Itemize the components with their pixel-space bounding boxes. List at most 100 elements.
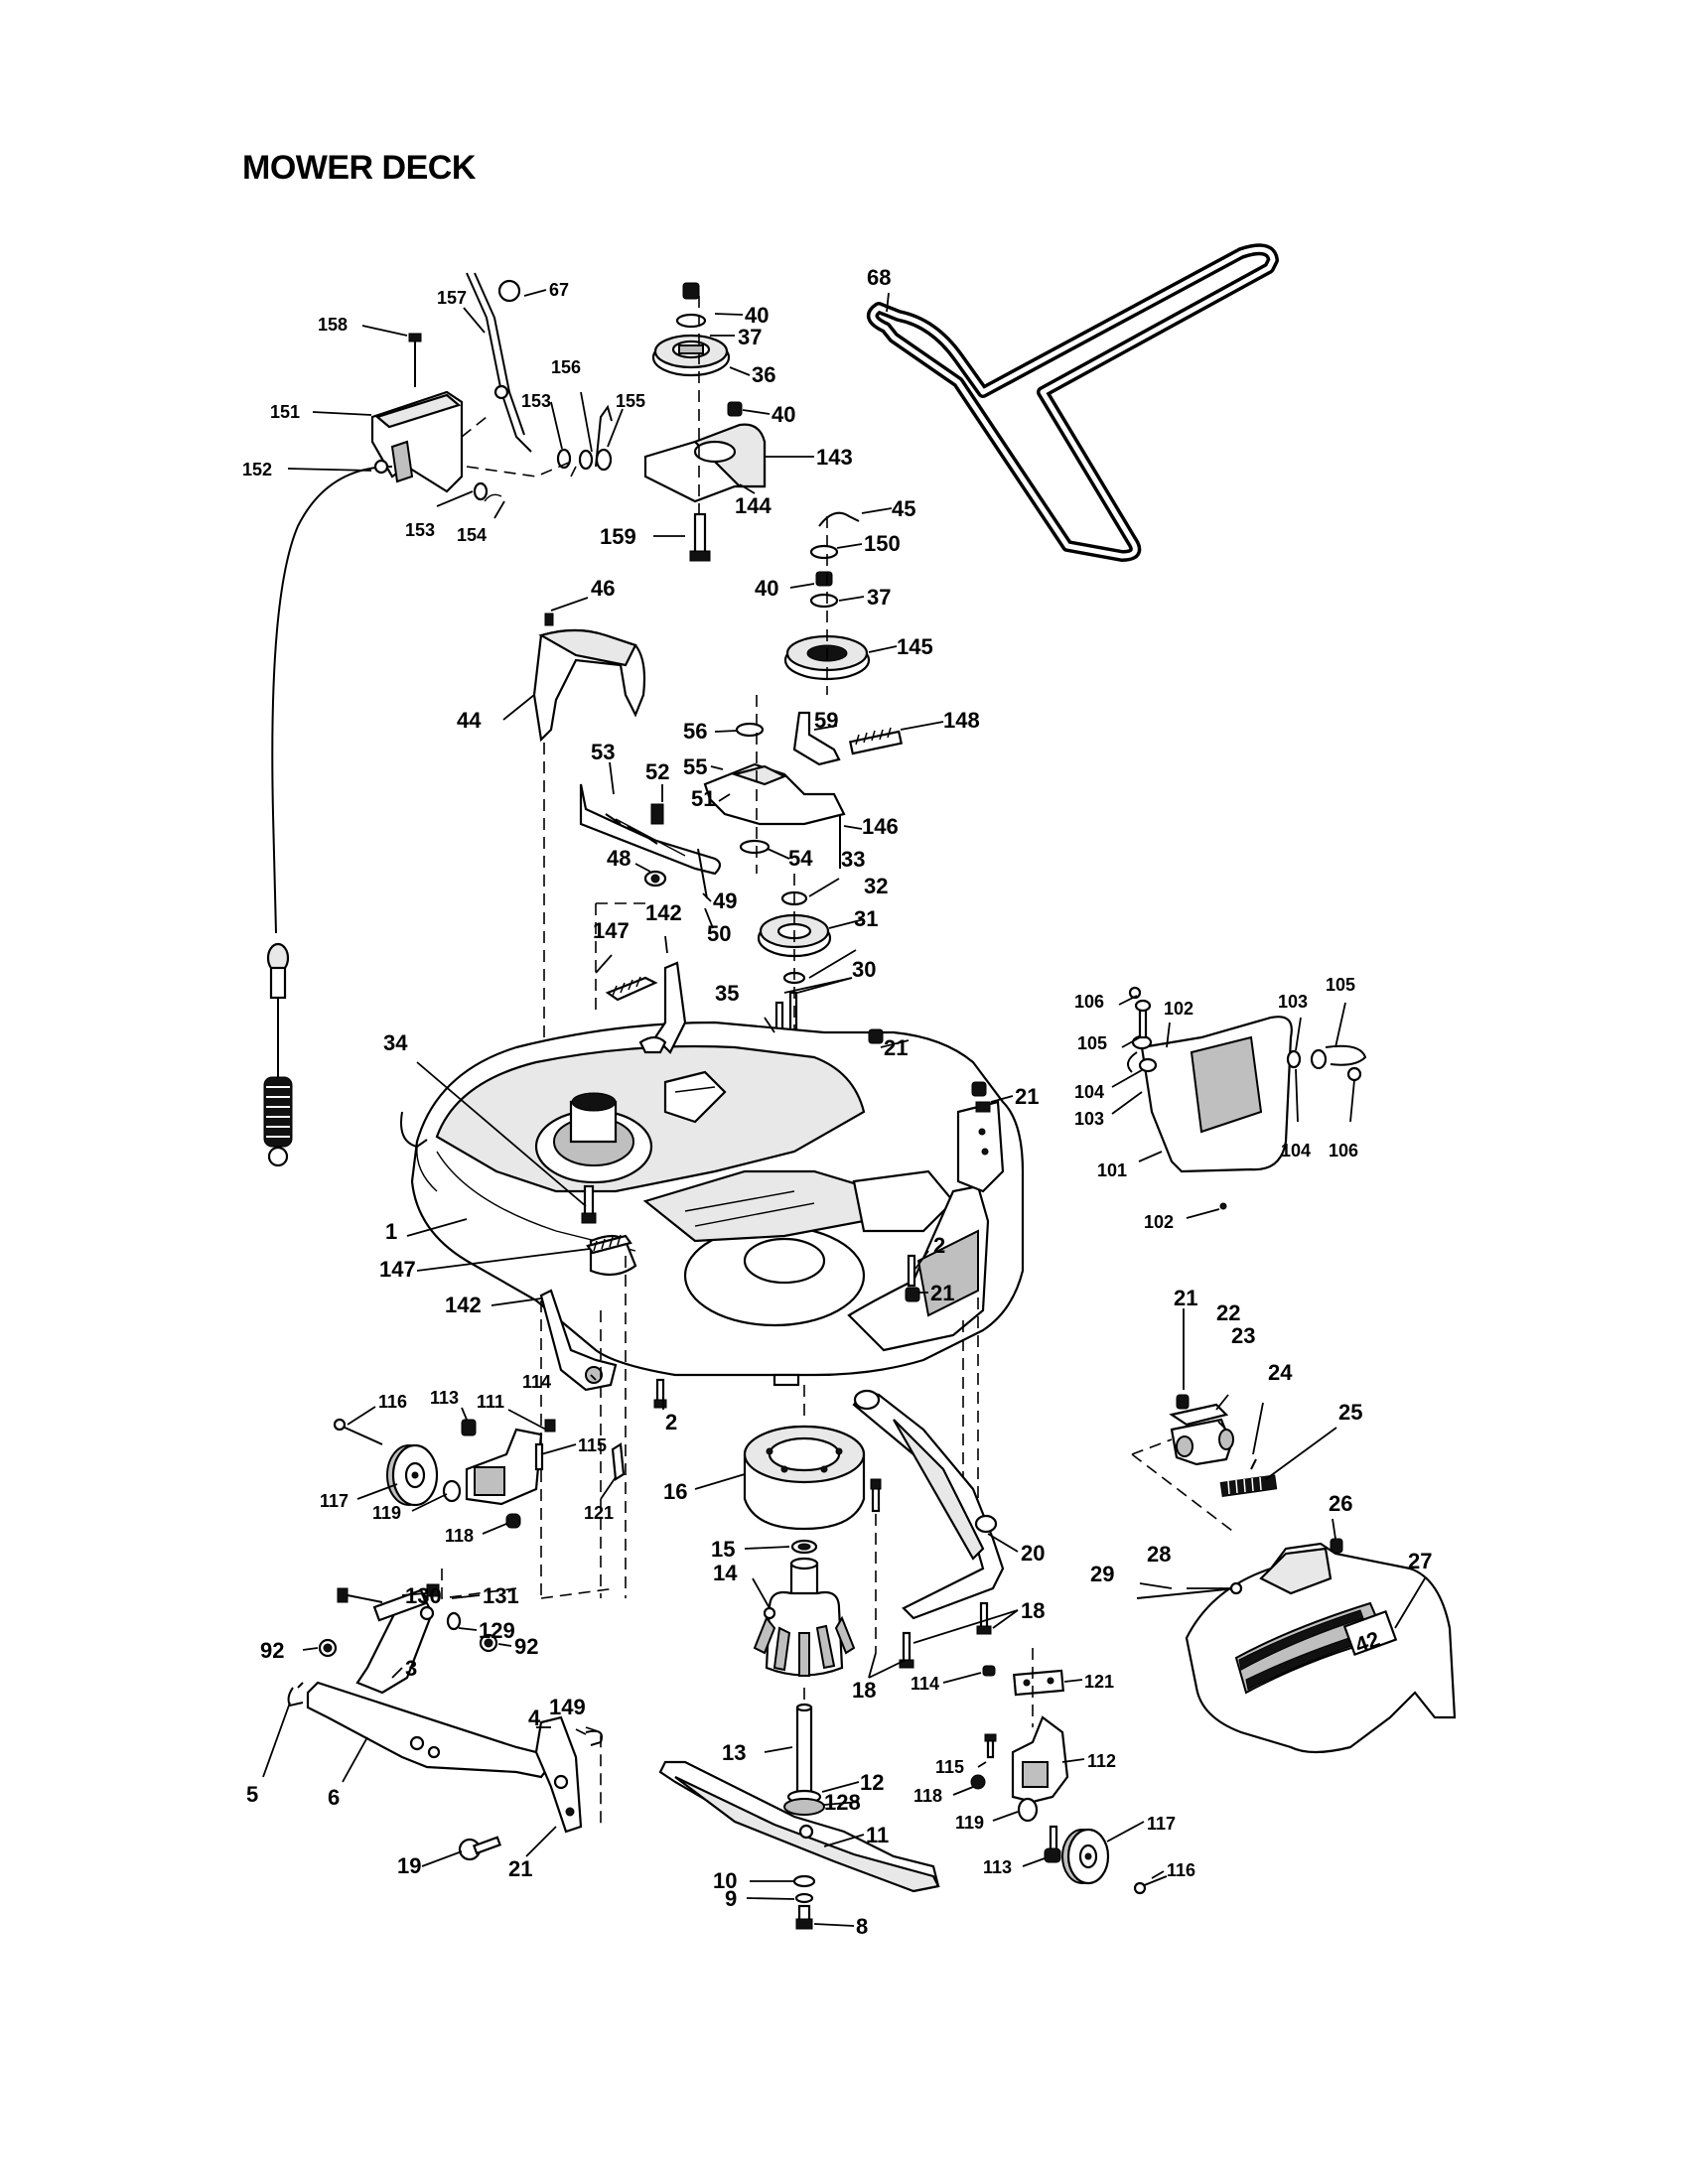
callout-label: 106 <box>1074 992 1104 1012</box>
callout-label: 24 <box>1268 1360 1293 1385</box>
callout-label: 44 <box>457 708 482 733</box>
callout-label: 9 <box>725 1886 737 1911</box>
callout-label: 53 <box>591 740 615 764</box>
callout-label: 56 <box>683 719 707 744</box>
callout-label: 102 <box>1164 999 1193 1019</box>
callout-label: 55 <box>683 754 707 779</box>
callout-label: 157 <box>437 288 467 308</box>
callout-label: 92 <box>514 1634 538 1659</box>
deck-hardware <box>581 961 991 1302</box>
callout-label: 40 <box>745 303 769 328</box>
callout-label: 50 <box>707 921 731 946</box>
callout-label: 8 <box>856 1914 868 1939</box>
callout-labels: 67 157 158 156 151 153 155 152 153 154 4… <box>242 265 1432 1939</box>
callout-label: 40 <box>755 576 778 601</box>
callout-label: 104 <box>1281 1141 1311 1160</box>
mower-deck-shell <box>400 1021 1025 1598</box>
callout-label: 156 <box>551 357 581 377</box>
callout-label: 68 <box>867 265 891 290</box>
callout-label: 118 <box>913 1786 942 1806</box>
callout-label: 148 <box>943 708 980 733</box>
callout-label: 67 <box>549 280 569 300</box>
callout-label: 11 <box>866 1823 889 1847</box>
callout-label: 2 <box>665 1410 677 1434</box>
rear-lift-bracket <box>318 1569 517 1695</box>
idler-arm-assembly <box>579 783 722 1013</box>
callout-label: 49 <box>713 888 737 913</box>
rear-bracket-lower <box>539 1289 667 1599</box>
callout-label: 106 <box>1329 1141 1358 1160</box>
callout-label: 27 <box>1408 1549 1432 1573</box>
callout-label: 21 <box>884 1035 908 1060</box>
callout-label: 119 <box>955 1813 984 1833</box>
callout-label: 45 <box>892 496 915 521</box>
side-baffle-part <box>1127 986 1367 1210</box>
callout-label: 4 <box>528 1706 541 1730</box>
discharge-chute-assembly: 42 <box>1131 1394 1457 1754</box>
callout-label: 21 <box>508 1856 532 1881</box>
callout-label: 31 <box>854 906 878 931</box>
blade-spindle-assembly <box>743 1385 866 1747</box>
callout-label: 48 <box>607 846 631 871</box>
idler-pulley-top-assembly <box>643 282 767 562</box>
callout-label: 6 <box>328 1785 340 1810</box>
callout-label: 15 <box>711 1537 735 1562</box>
callout-label: 16 <box>663 1479 687 1504</box>
callout-label: 35 <box>715 981 739 1006</box>
callout-label: 147 <box>593 918 630 943</box>
callout-label: 92 <box>260 1638 284 1663</box>
callout-label: 37 <box>738 325 762 349</box>
callout-label: 18 <box>852 1678 876 1703</box>
callout-label: 12 <box>860 1770 884 1795</box>
drive-belt-part <box>866 243 1279 562</box>
callout-label: 147 <box>379 1257 416 1282</box>
callout-label: 54 <box>788 846 813 871</box>
callout-label: 5 <box>246 1782 258 1807</box>
lift-bracket-assembly <box>370 272 613 502</box>
callout-label: 28 <box>1147 1542 1171 1567</box>
callout-label: 33 <box>841 847 865 872</box>
callout-label: 131 <box>483 1583 519 1608</box>
callout-label: 1 <box>385 1219 397 1244</box>
callout-label: 30 <box>852 957 876 982</box>
callout-label: 29 <box>1090 1562 1114 1586</box>
page-title: MOWER DECK <box>242 149 476 187</box>
callout-label: 18 <box>1021 1598 1045 1623</box>
callout-label: 121 <box>1084 1672 1114 1692</box>
callout-leader-lines <box>262 289 1426 1927</box>
callout-label: 130 <box>405 1583 442 1608</box>
callout-label: 103 <box>1278 992 1308 1012</box>
callout-label: 152 <box>242 460 272 479</box>
idler-pulley-stack <box>783 511 871 695</box>
callout-label: 21 <box>1174 1286 1197 1310</box>
callout-label: 142 <box>645 900 682 925</box>
callout-label: 105 <box>1077 1033 1107 1053</box>
callout-label: 117 <box>1147 1814 1176 1834</box>
callout-label: 34 <box>383 1030 408 1055</box>
callout-label: 25 <box>1338 1400 1362 1425</box>
callout-label: 129 <box>479 1618 515 1643</box>
callout-label: 145 <box>897 634 933 659</box>
idler-bracket-plate <box>703 695 904 874</box>
callout-label: 10 <box>713 1868 737 1893</box>
callout-label: 111 <box>477 1392 504 1412</box>
callout-label: 153 <box>521 391 551 411</box>
callout-label: 36 <box>752 362 775 387</box>
callout-label: 112 <box>1087 1751 1116 1771</box>
callout-label: 105 <box>1326 975 1355 995</box>
callout-label: 118 <box>445 1526 474 1546</box>
callout-label: 121 <box>584 1503 614 1523</box>
callout-label: 119 <box>372 1503 401 1523</box>
front-lift-link <box>287 1681 603 1861</box>
callout-label: 52 <box>645 759 669 784</box>
callout-label: 23 <box>1231 1323 1255 1348</box>
callout-label: 143 <box>816 445 853 470</box>
callout-label: 154 <box>457 525 487 545</box>
callout-label: 14 <box>713 1561 738 1585</box>
callout-label: 144 <box>735 493 772 518</box>
callout-label: 113 <box>983 1857 1012 1877</box>
callout-label: 59 <box>814 708 838 733</box>
callout-label: 150 <box>864 531 901 556</box>
